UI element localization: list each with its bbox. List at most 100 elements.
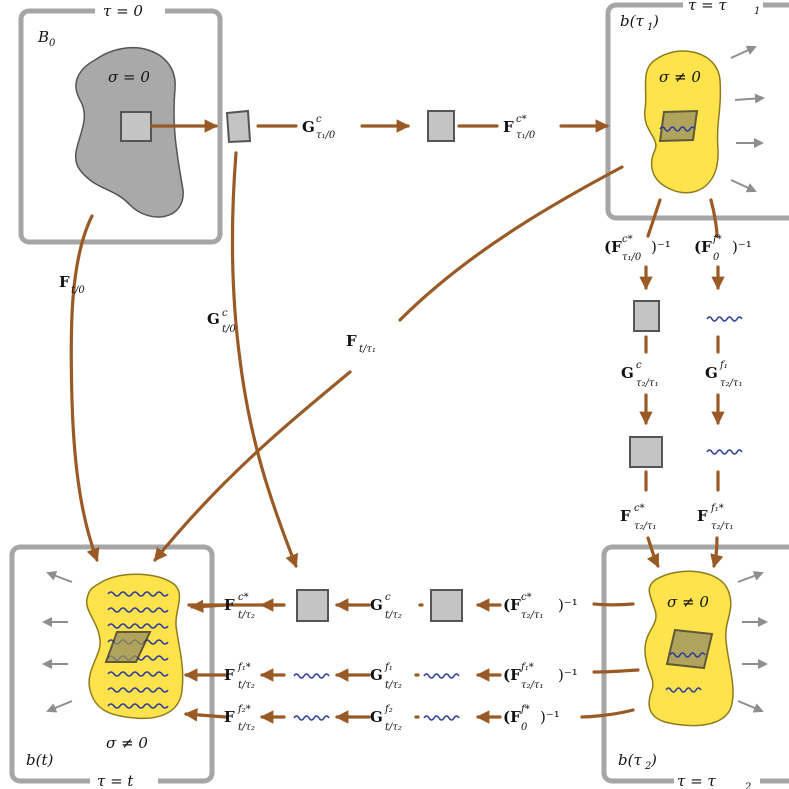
svg-text:F: F (503, 118, 514, 136)
label-F-tau2-tau1-inverse: (F c* τ₂/τ₁ )⁻¹ (503, 592, 578, 621)
current-body-name: b(t) (26, 751, 53, 769)
svg-text:τ₂/τ₁: τ₂/τ₁ (521, 680, 543, 691)
reference-time-label: τ = 0 (103, 2, 143, 20)
svg-text:τ₁/0: τ₁/0 (622, 252, 642, 263)
svg-text:τ₁/0: τ₁/0 (516, 130, 536, 141)
tau2-deformed-element (665, 628, 714, 670)
svg-text:G: G (705, 364, 718, 382)
reference-body-name: B (37, 28, 49, 46)
label-G-tau2-tau1: G c τ₂/τ₁ (621, 360, 658, 389)
tau1-stress-label: σ ≠ 0 (659, 68, 701, 86)
svg-text:τ₂/τ₁: τ₂/τ₁ (711, 521, 733, 532)
svg-text:t/τ₂: t/τ₂ (238, 722, 255, 733)
label-F0-inverse-top: (F f* 0 )⁻¹ (694, 234, 752, 263)
label-F-t-tau2: F c* t/τ₂ (224, 592, 255, 621)
svg-text:)⁻¹: )⁻¹ (732, 238, 752, 256)
svg-text:(F: (F (503, 666, 521, 684)
svg-text:t/τ₂: t/τ₂ (385, 680, 402, 691)
intermediate-element-6 (430, 589, 463, 622)
label-F-f1-tau2-tau1-inverse: (F f₁* τ₂/τ₁ )⁻¹ (503, 662, 578, 691)
svg-text:f₁: f₁ (719, 360, 728, 371)
label-F-f1-tau2-tau1: F f₁* τ₂/τ₁ (697, 503, 733, 532)
svg-text:c: c (385, 592, 391, 603)
label-G-t-tau2: G c t/τ₂ (370, 592, 402, 621)
label-G-t-0: G c t/0 (207, 308, 236, 335)
svg-text:f*: f* (520, 704, 530, 715)
current-time-label: τ = t (97, 772, 134, 789)
intermediate-fiber-3 (293, 673, 330, 679)
svg-text:τ₂/τ₁: τ₂/τ₁ (521, 610, 543, 621)
current-surface-traction-arrows (42, 571, 73, 713)
intermediate-fiber-6 (423, 715, 460, 721)
svg-text:G: G (370, 708, 383, 726)
svg-text:t/τ₂: t/τ₂ (238, 680, 255, 691)
svg-text:c: c (636, 360, 642, 371)
label-F-t-0: F t/0 (59, 273, 85, 296)
intermediate-element-5 (296, 589, 329, 622)
current-deformed-element (104, 631, 152, 663)
svg-text:f*: f* (712, 234, 722, 245)
reference-material-element (120, 111, 152, 142)
svg-text:c: c (316, 114, 322, 125)
reference-body: σ = 0 (74, 46, 184, 218)
svg-text:t/0: t/0 (71, 285, 85, 296)
svg-text:t/τ₂: t/τ₂ (385, 610, 402, 621)
label-F-f1-t-tau2: F f₁* t/τ₂ (224, 662, 255, 691)
mapping-arrows (69, 119, 725, 724)
svg-text:F: F (620, 507, 631, 525)
svg-text:f₁*: f₁* (237, 662, 251, 673)
intermediate-element-2 (427, 110, 455, 142)
svg-text:G: G (207, 310, 220, 328)
svg-text:): ) (650, 751, 657, 769)
svg-text:G: G (302, 118, 315, 136)
tau2-stress-label: σ ≠ 0 (667, 593, 709, 611)
svg-text:)⁻¹: )⁻¹ (540, 708, 560, 726)
tau1-deformed-element (658, 109, 699, 143)
tau1-time-label: τ = τ (688, 0, 727, 14)
svg-text:t/τ₁: t/τ₁ (359, 344, 376, 355)
svg-text:f₁: f₁ (384, 662, 393, 673)
svg-text:f₂*: f₂* (237, 704, 251, 715)
label-G-f1-tau2-tau1: G f₁ τ₂/τ₁ (705, 360, 742, 389)
label-F-f2-t-tau2: F f₂* t/τ₂ (224, 704, 255, 733)
svg-text:G: G (621, 364, 634, 382)
svg-text:t/τ₂: t/τ₂ (385, 722, 402, 733)
tau2-body-name: b(τ (618, 751, 642, 769)
label-F0-inverse-bottom: (F f* 0 )⁻¹ (503, 704, 560, 733)
svg-text:f₂: f₂ (384, 704, 393, 715)
svg-text:G: G (370, 596, 383, 614)
svg-text:F: F (224, 596, 235, 614)
svg-text:t/τ₂: t/τ₂ (238, 610, 255, 621)
label-F-t-tau1: F t/τ₁ (343, 328, 393, 358)
svg-text:F: F (346, 332, 357, 350)
label-G-f1-t-tau2: G f₁ t/τ₂ (370, 662, 402, 691)
svg-text:c: c (222, 308, 228, 319)
svg-text:c*: c* (622, 234, 633, 245)
svg-text:0: 0 (49, 38, 56, 49)
svg-text:(F: (F (694, 238, 712, 256)
svg-text:1: 1 (647, 22, 653, 33)
intermediate-fiber-5 (293, 715, 330, 721)
tau1-body: σ ≠ 0 (644, 50, 722, 194)
svg-text:F: F (224, 666, 235, 684)
label-F-tau1-0: F c* τ₁/0 (503, 114, 536, 141)
svg-text:c*: c* (238, 592, 249, 603)
svg-text:τ₁/0: τ₁/0 (316, 130, 336, 141)
svg-text:c*: c* (521, 592, 532, 603)
tau2-surface-traction-arrows (737, 571, 768, 713)
svg-text:c*: c* (516, 114, 527, 125)
svg-text:2: 2 (644, 761, 651, 772)
intermediate-fiber-4 (423, 673, 460, 679)
svg-text:)⁻¹: )⁻¹ (558, 596, 578, 614)
current-body: σ ≠ 0 (85, 573, 184, 752)
svg-text:G: G (370, 666, 383, 684)
intermediate-element-3 (633, 300, 660, 332)
label-G-tau1-0: G c τ₁/0 (302, 114, 336, 141)
svg-text:τ₂/τ₁: τ₂/τ₁ (634, 521, 656, 532)
svg-text:c*: c* (634, 503, 645, 514)
svg-text:)⁻¹: )⁻¹ (651, 238, 671, 256)
svg-text:f₁*: f₁* (710, 503, 724, 514)
tau1-body-name: b(τ (620, 12, 644, 30)
svg-text:0: 0 (521, 722, 528, 733)
